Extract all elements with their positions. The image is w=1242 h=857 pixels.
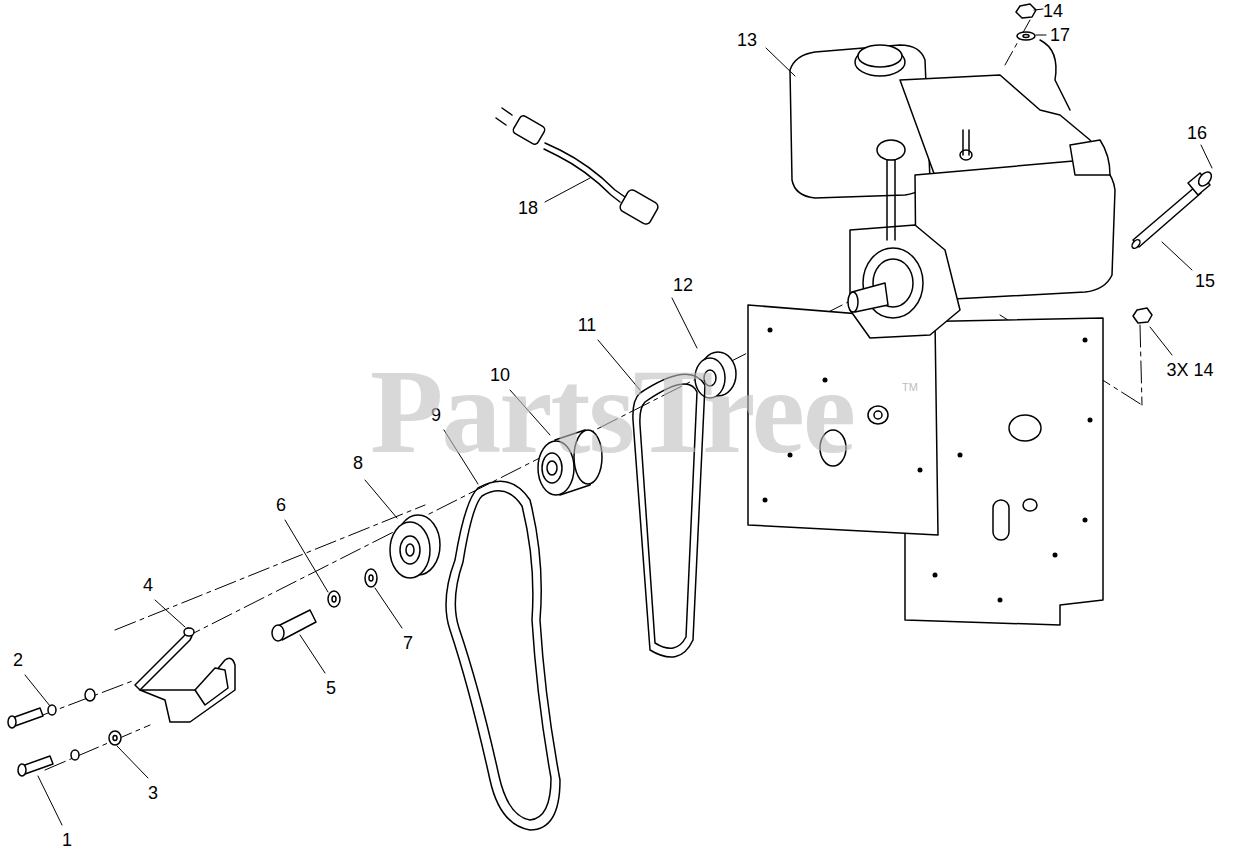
leader-line <box>25 9 1212 825</box>
callout-number: 1 <box>62 831 72 849</box>
callout-number: 6 <box>276 496 286 514</box>
trademark: TM <box>902 382 918 393</box>
belt <box>446 481 560 830</box>
callout-number: 4 <box>143 576 153 594</box>
bolt <box>8 689 121 776</box>
center-line <box>35 20 1142 770</box>
callout-number: 5 <box>326 679 336 697</box>
callout-number: 12 <box>673 276 693 294</box>
callout-number: 15 <box>1195 272 1215 290</box>
callout-number: 16 <box>1187 124 1207 142</box>
washer <box>272 569 377 641</box>
extension-cord <box>496 108 660 226</box>
rod <box>1130 170 1213 250</box>
callout-number: 3X 14 <box>1166 361 1213 379</box>
watermark: PartsTree <box>370 352 854 472</box>
callout-number: 13 <box>737 31 757 49</box>
callout-number: 11 <box>578 316 597 334</box>
pulley <box>390 515 440 578</box>
callout-number: 17 <box>1050 26 1070 44</box>
nut-washer <box>1016 4 1152 323</box>
callout-number: 18 <box>518 199 538 217</box>
callout-number: 14 <box>1043 2 1063 20</box>
engine <box>790 40 1115 338</box>
callout-number: 8 <box>353 454 363 472</box>
bracket <box>135 628 235 722</box>
callout-number: 3 <box>148 784 158 802</box>
callout-number: 2 <box>13 651 23 669</box>
callout-number: 7 <box>403 634 413 652</box>
